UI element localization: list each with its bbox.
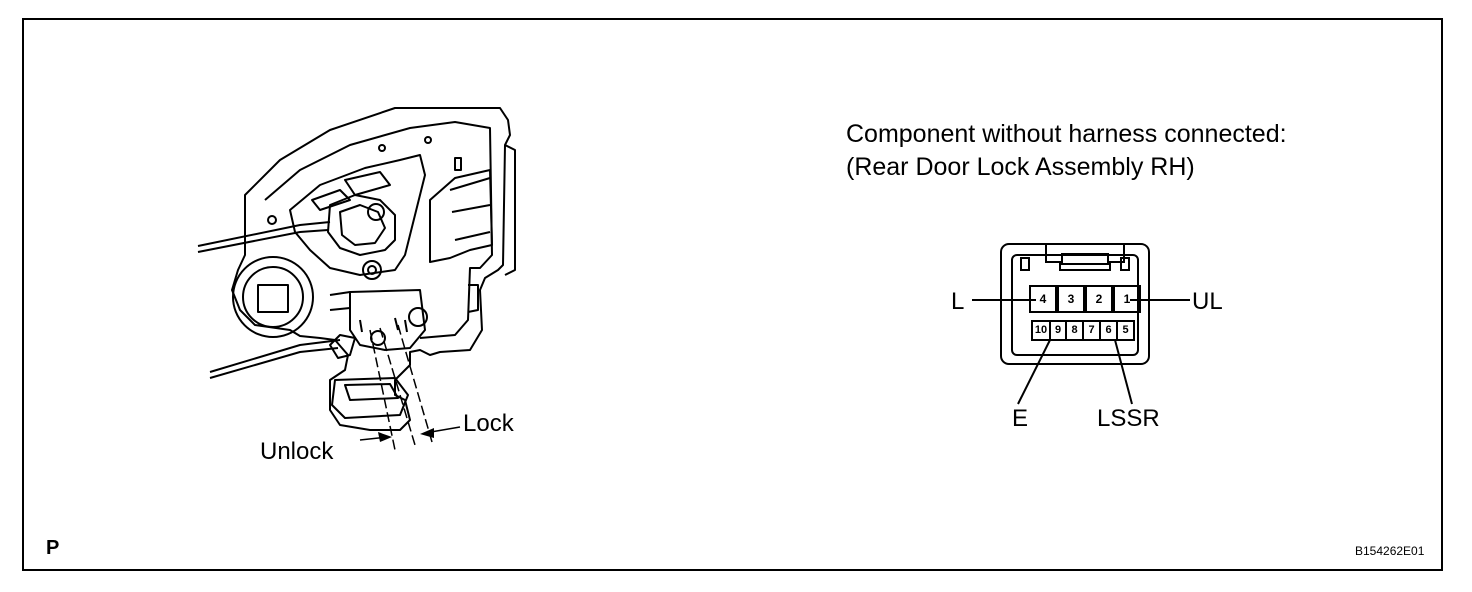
pin-9: 9 [1054, 324, 1062, 336]
lock-label: Lock [463, 410, 514, 437]
pin-3-cell [1057, 285, 1085, 313]
terminal-label-e: E [1012, 405, 1029, 432]
pin-4: 4 [1039, 292, 1047, 306]
header-line-2: (Rear Door Lock Assembly RH) [846, 153, 1195, 181]
motion-arrows [378, 428, 434, 442]
pin-1: 1 [1123, 292, 1131, 306]
pin-6: 6 [1105, 324, 1112, 336]
pin-5: 5 [1122, 324, 1129, 336]
terminal-label-lssr: LSSR [1097, 405, 1160, 432]
pin-8: 8 [1071, 324, 1078, 336]
diagram-frame [22, 18, 1443, 571]
pin-2-cell [1085, 285, 1113, 313]
unlock-label: Unlock [260, 438, 334, 465]
terminal-label-ul: UL [1192, 288, 1223, 315]
pin-2: 2 [1095, 292, 1103, 306]
terminal-label-l: L [951, 288, 965, 315]
connector-leaders [972, 299, 1190, 405]
figure-id: B154262E01 [1355, 544, 1425, 558]
pin-3: 3 [1067, 292, 1075, 306]
pin-10: 10 [1034, 324, 1048, 336]
door-lock-mechanism [197, 107, 516, 431]
view-code: P [46, 537, 60, 559]
header-line-1: Component without harness connected: [846, 120, 1287, 148]
pin-7: 7 [1088, 324, 1095, 336]
